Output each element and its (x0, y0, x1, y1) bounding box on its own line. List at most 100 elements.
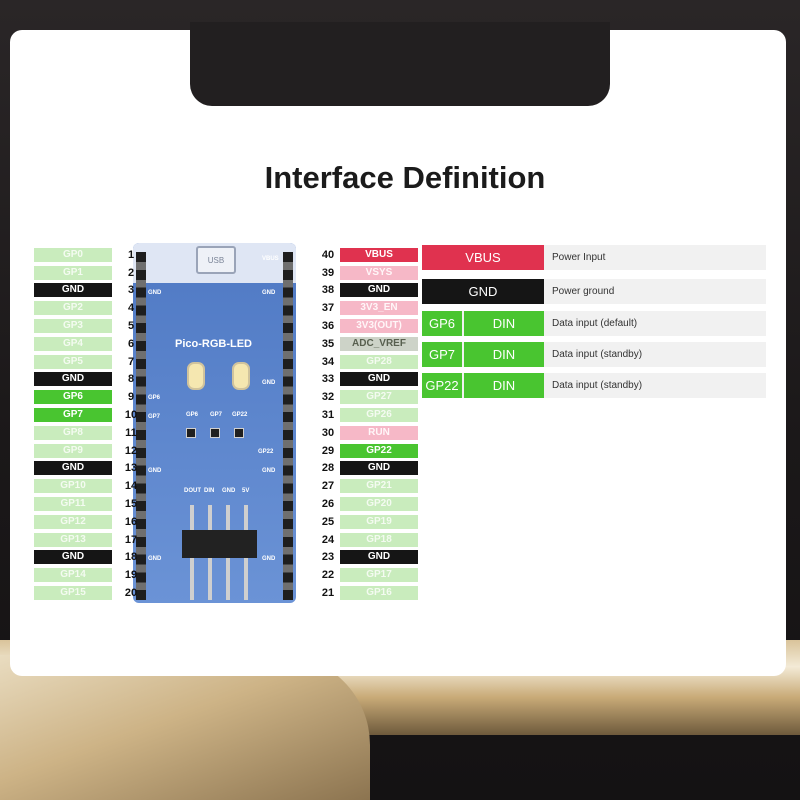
silk-right-0: VBUS (262, 256, 279, 262)
right-pin-number: 29 (321, 444, 335, 457)
left-pin-number: 8 (127, 373, 135, 386)
right-pin-number: 34 (321, 355, 335, 368)
right-pin-label: GP17 (340, 568, 418, 583)
right-pin-label: GP26 (340, 408, 418, 423)
left-pin-label: GP14 (34, 568, 112, 583)
right-pin-label: RUN (340, 425, 418, 440)
left-pin-number: 5 (127, 320, 135, 333)
right-pin-number: 31 (321, 409, 335, 422)
right-pin-label: GP27 (340, 390, 418, 405)
board-name: Pico-RGB-LED (175, 338, 252, 350)
left-pin-label: GP2 (34, 301, 112, 316)
right-pin-label: 3V3(OUT) (340, 319, 418, 334)
right-pin-number: 24 (321, 533, 335, 546)
left-pin-label: GP7 (34, 408, 112, 423)
left-pin-number: 9 (127, 391, 135, 404)
right-pin-row: 34 GP28 (316, 353, 418, 371)
left-pin-row: GP15 20 (34, 584, 146, 602)
left-pin-row: GP13 17 (34, 531, 146, 549)
left-pin-label: GP1 (34, 265, 112, 280)
right-pin-number: 38 (321, 284, 335, 297)
right-pin-header (283, 252, 293, 600)
left-pin-number: 11 (125, 426, 137, 439)
left-pin-number: 6 (127, 337, 135, 350)
led-gp6 (187, 362, 205, 390)
led-label-2: GP22 (232, 412, 248, 418)
left-pin-number: 4 (127, 302, 135, 315)
left-pin-label: GND (34, 550, 112, 565)
right-pin-label: 3V3_EN (340, 301, 418, 316)
led-label-0: GP6 (186, 412, 199, 418)
left-pin-label: GP12 (34, 514, 112, 529)
left-pin-row: GP2 4 (34, 299, 146, 317)
led-gp22 (232, 362, 250, 390)
left-pin-number: 14 (124, 480, 138, 493)
chip-gp6 (186, 428, 196, 438)
legend-function: DIN (464, 342, 544, 367)
right-pin-label: GND (340, 372, 418, 387)
connector-label-0: DOUT (184, 488, 201, 494)
right-pin-number: 36 (321, 320, 335, 333)
left-pin-label: GP10 (34, 479, 112, 494)
left-pin-label: GP9 (34, 443, 112, 458)
right-pin-label: GP28 (340, 354, 418, 369)
legend-function: DIN (464, 311, 544, 336)
connector-label-1: DIN (204, 488, 215, 494)
right-pin-number: 33 (321, 373, 335, 386)
gold-tab (0, 655, 370, 800)
right-pin-row: 33 GND (316, 371, 418, 389)
left-pin-label: GP0 (34, 247, 112, 262)
left-pin-label: GP11 (34, 497, 112, 512)
left-pin-number: 16 (124, 515, 138, 528)
left-pin-number: 7 (127, 355, 135, 368)
left-pin-row: GP4 6 (34, 335, 146, 353)
left-pin-label: GP4 (34, 336, 112, 351)
right-pin-number: 40 (321, 248, 335, 261)
left-pin-number: 20 (124, 587, 138, 600)
left-pin-label: GND (34, 283, 112, 298)
right-pin-number: 27 (321, 480, 335, 493)
silk-right-2: GND (262, 380, 276, 386)
right-pin-number: 23 (321, 551, 335, 564)
left-pin-row: GP5 7 (34, 353, 146, 371)
silk-left-2: GP7 (148, 414, 161, 420)
connector-label-2: GND (222, 488, 236, 494)
left-pin-number: 3 (127, 284, 135, 297)
right-pin-number: 26 (321, 498, 335, 511)
left-pin-label: GND (34, 461, 112, 476)
left-pin-number: 15 (124, 498, 138, 511)
legend-pin: GP7 (422, 342, 462, 367)
legend-pin: GP6 (422, 311, 462, 336)
right-pin-number: 37 (321, 302, 335, 315)
left-pin-label: GP5 (34, 354, 112, 369)
right-pin-label: GND (340, 461, 418, 476)
legend-function: DIN (464, 373, 544, 398)
left-pin-row: GP10 14 (34, 477, 146, 495)
left-pin-label: GP13 (34, 532, 112, 547)
left-pin-number: 17 (124, 533, 138, 546)
left-pin-label: GP15 (34, 586, 112, 601)
